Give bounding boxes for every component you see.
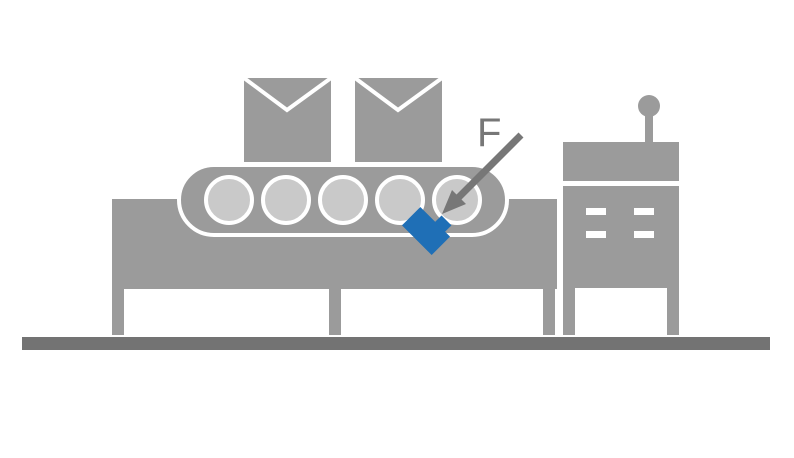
roller-1 — [204, 175, 254, 225]
cabinet-leg-right — [667, 288, 679, 335]
cabinet-body — [563, 186, 679, 288]
package-box-icon — [242, 76, 444, 162]
force-arrow-head — [442, 190, 466, 214]
force-arrow-icon — [449, 132, 524, 207]
box-1-flap — [242, 76, 333, 113]
cabinet-slot-2 — [634, 208, 654, 215]
cabinet-top — [563, 142, 679, 181]
cabinet-slot-1 — [586, 208, 606, 215]
roller-2 — [261, 175, 311, 225]
floor — [22, 337, 770, 350]
cabinet-joystick-stem — [645, 112, 653, 144]
table-leg-left — [112, 289, 124, 335]
sensor-icon — [401, 206, 452, 256]
conveyor-belt-icon — [177, 163, 509, 237]
roller-3 — [318, 175, 368, 225]
sensor-body — [401, 206, 451, 256]
box-2-flap — [353, 76, 444, 113]
table-leg-middle — [329, 289, 341, 335]
roller-4 — [375, 175, 425, 225]
cabinet-joystick-knob — [638, 95, 660, 117]
box-1 — [244, 78, 331, 162]
box-2 — [355, 78, 442, 162]
cabinet-slot-3 — [586, 231, 606, 238]
cabinet-leg-left — [563, 288, 575, 335]
cabinet-slot-4 — [634, 231, 654, 238]
force-label: F — [477, 111, 501, 155]
sensor-tip — [434, 215, 452, 233]
table-leg-right — [543, 289, 555, 335]
rollers — [204, 175, 482, 225]
control-cabinet-icon — [563, 95, 679, 335]
